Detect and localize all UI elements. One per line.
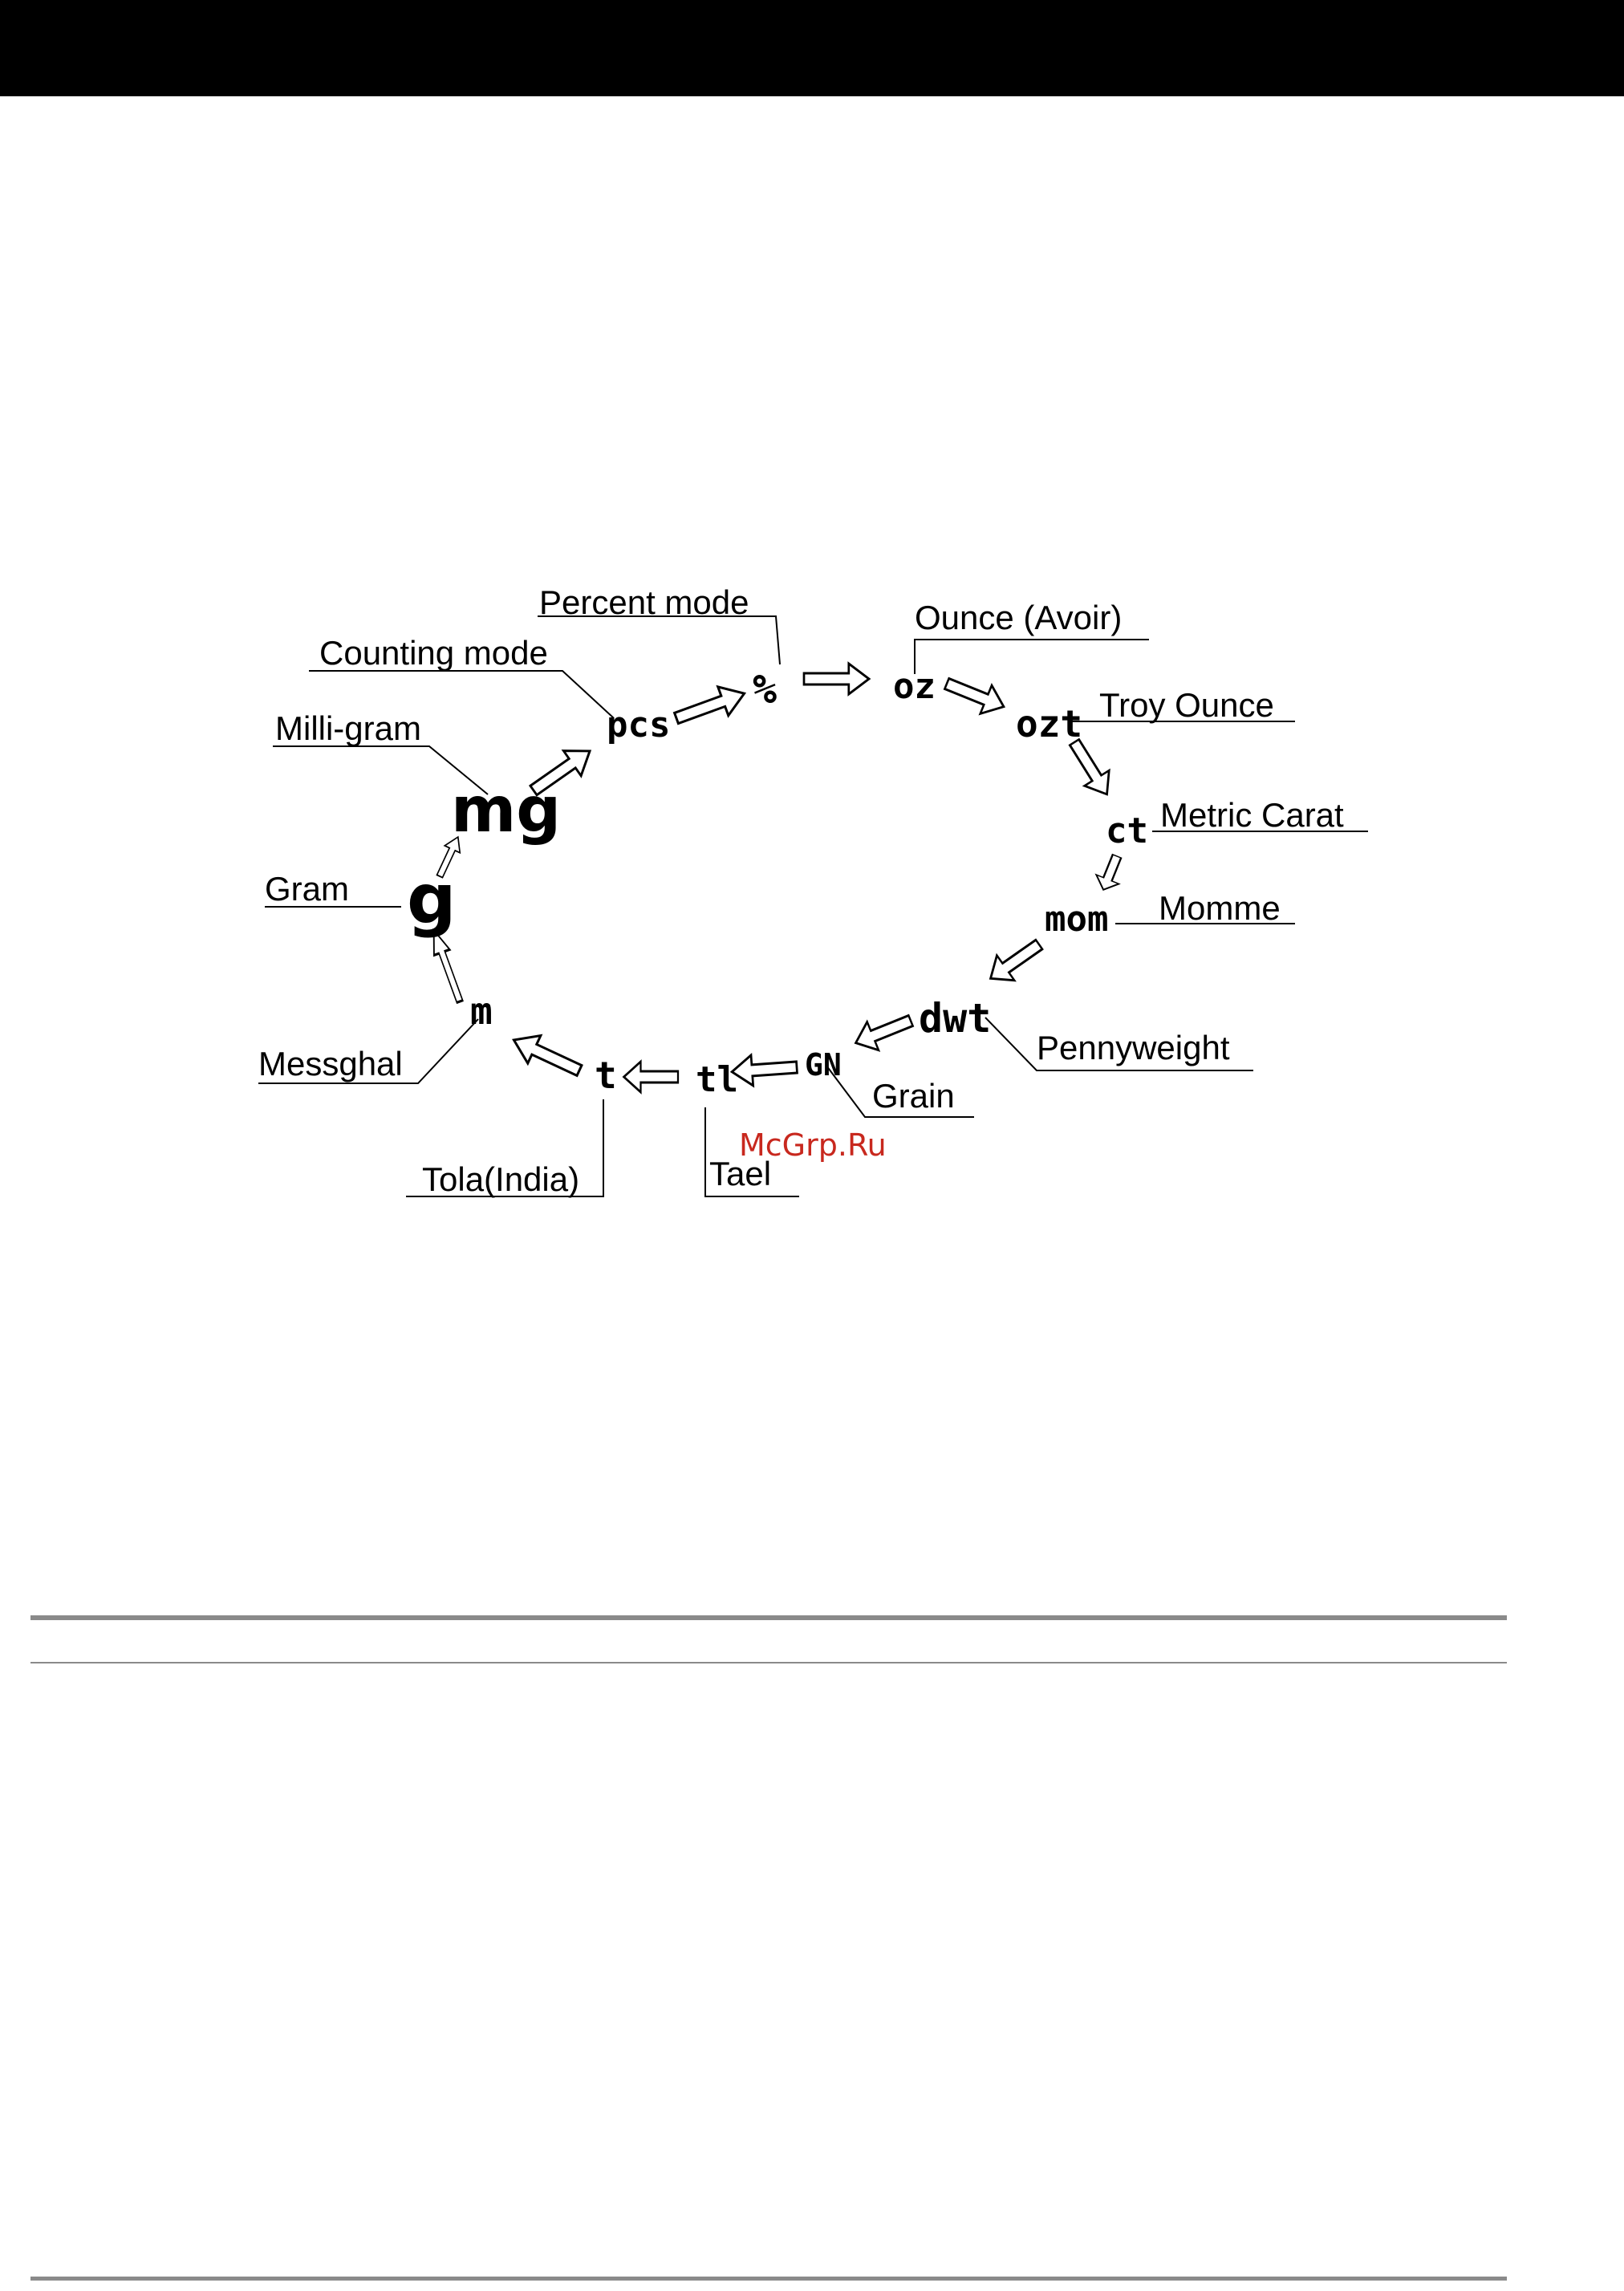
unit-label-pcs: Counting mode	[319, 634, 548, 672]
unit-label-ct: Metric Carat	[1160, 796, 1344, 834]
unit-symbol-ct: ct	[1106, 810, 1148, 851]
unit-label-ozt: Troy Ounce	[1099, 686, 1274, 724]
unit-symbol-mom: mom	[1045, 899, 1108, 940]
unit-symbol-m: m	[470, 989, 493, 1033]
horizontal-rule-lower	[30, 1662, 1507, 1663]
unit-label-dwt: Pennyweight	[1037, 1029, 1230, 1066]
unit-symbol-tl: tl	[696, 1059, 738, 1100]
leader-oz	[915, 640, 1149, 674]
unit-label-t: Tola(India)	[422, 1160, 579, 1198]
arrow-ct-to-mom	[1092, 851, 1128, 894]
arrow-oz-to-ozt	[941, 669, 1009, 721]
unit-label-gn: Grain	[872, 1077, 955, 1115]
unit-symbol-t: t	[595, 1054, 617, 1097]
arrow-dwt-to-gn	[850, 1006, 916, 1057]
unit-label-g: Gram	[265, 870, 349, 908]
unit-symbol-oz: oz	[893, 666, 936, 707]
watermark-text: McGrp.Ru	[739, 1127, 887, 1163]
horizontal-rule-upper	[30, 1615, 1507, 1620]
arrow-percent-to-oz	[804, 664, 869, 694]
arrow-tl-to-t	[624, 1062, 679, 1092]
unit-symbol-mg: mg	[451, 774, 561, 847]
unit-symbol-gn: GN	[805, 1047, 842, 1083]
unit-symbol-ozt: ozt	[1016, 702, 1082, 745]
unit-symbol-dwt: dwt	[919, 995, 991, 1042]
unit-symbol-g: g	[407, 859, 457, 940]
unit-label-percent: Percent mode	[539, 583, 749, 621]
horizontal-rule-bottom	[30, 2277, 1507, 2281]
leader-percent	[538, 616, 780, 664]
arrow-gn-to-tl	[731, 1052, 798, 1087]
arrow-t-to-m	[507, 1026, 586, 1084]
unit-symbol-percent: %	[753, 666, 777, 713]
unit-label-mom: Momme	[1159, 889, 1281, 927]
arrow-pcs-to-percent	[672, 679, 750, 732]
unit-label-m: Messghal	[258, 1045, 403, 1083]
arrow-mom-to-dwt	[982, 932, 1048, 990]
unit-symbol-pcs: pcs	[607, 705, 670, 745]
unit-label-oz: Ounce (Avoir)	[915, 599, 1122, 636]
unit-label-mg: Milli-gram	[275, 709, 421, 747]
